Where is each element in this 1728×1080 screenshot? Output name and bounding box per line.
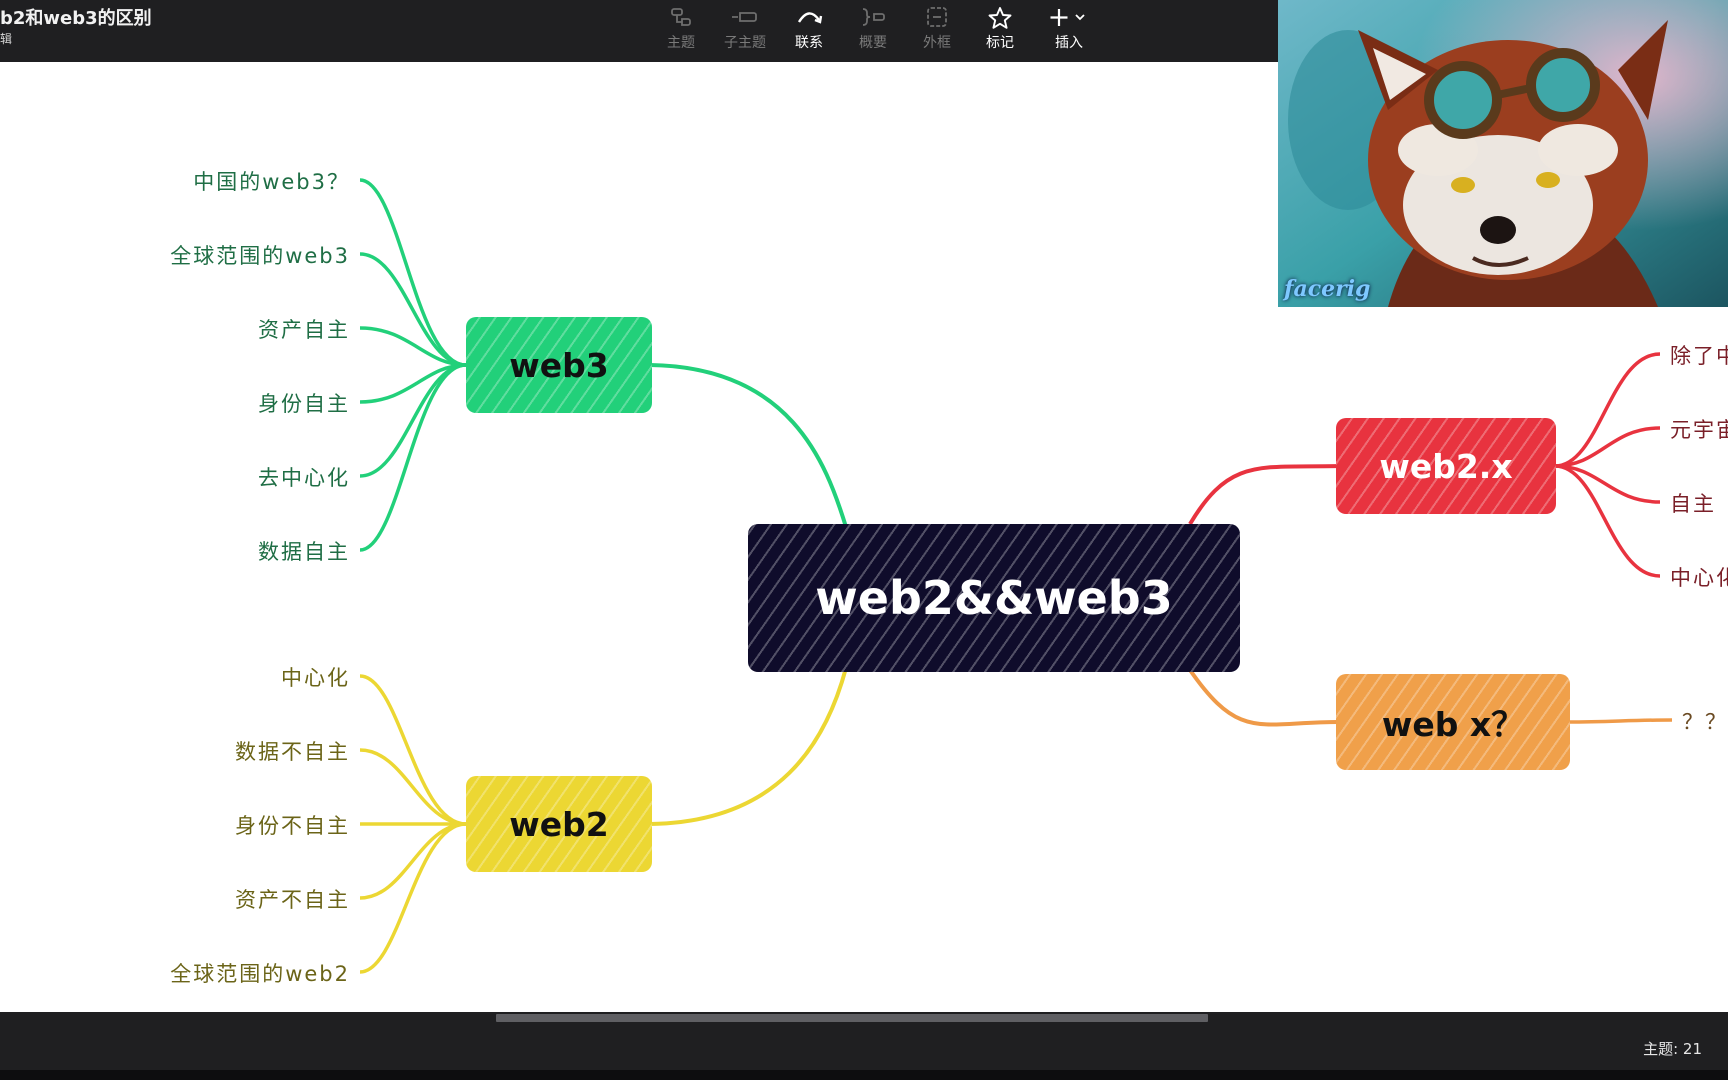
branch-webx-label: web x？ — [1381, 705, 1525, 744]
bottom-strip — [0, 1070, 1728, 1080]
leaf-web3-identity[interactable]: 身份自主 — [258, 392, 350, 416]
topic-count: 主题: 21 — [1643, 1040, 1702, 1058]
link-central-webx — [1188, 668, 1339, 727]
topic-icon — [649, 2, 713, 30]
plus-icon — [1037, 2, 1101, 30]
document-subtitle: 辑 — [0, 32, 13, 46]
central-topic[interactable]: web2&&web3 — [748, 524, 1240, 672]
branch-web2-label: web2 — [509, 804, 609, 844]
insert-label: 插入 — [1055, 35, 1083, 51]
topic-label: 主题 — [667, 35, 695, 51]
horizontal-scrollbar[interactable] — [0, 1012, 1728, 1024]
insert-button[interactable]: 插入 — [1037, 2, 1101, 58]
central-topic-label: web2&&web3 — [815, 571, 1173, 625]
subtopic-label: 子主题 — [724, 35, 766, 51]
webcam-overlay — [1278, 0, 1728, 307]
boundary-icon — [905, 2, 969, 30]
web3-child-links — [359, 178, 467, 552]
branch-webx[interactable]: web x？ — [1336, 674, 1570, 770]
marker-button[interactable]: 标记 — [968, 2, 1032, 58]
leaf-web2-data[interactable]: 数据不自主 — [235, 740, 350, 764]
star-icon — [968, 2, 1032, 30]
branch-web2x[interactable]: web2.x — [1336, 418, 1556, 514]
leaf-web3-decentral[interactable]: 去中心化 — [258, 466, 350, 490]
summary-label: 概要 — [859, 35, 887, 51]
branch-web3-label: web3 — [509, 345, 609, 385]
web2-child-links — [359, 674, 467, 974]
boundary-label: 外框 — [923, 35, 951, 51]
leaf-web3-data[interactable]: 数据自主 — [258, 540, 350, 564]
leaf-web2x-2[interactable]: 元宇宙 — [1670, 418, 1728, 442]
leaf-web2-identity[interactable]: 身份不自主 — [235, 814, 350, 838]
red-panda-avatar-image — [1278, 0, 1728, 307]
status-bar: 主题: 21 — [0, 1024, 1728, 1070]
leaf-web2-asset[interactable]: 资产不自主 — [235, 888, 350, 912]
webx-child-link — [1567, 718, 1673, 724]
leaf-web3-china[interactable]: 中国的web3？ — [193, 170, 350, 194]
relationship-label: 联系 — [795, 35, 823, 51]
topic-button[interactable]: 主题 — [649, 2, 713, 58]
summary-brace-icon — [841, 2, 905, 30]
subtopic-button[interactable]: 子主题 — [713, 2, 777, 58]
branch-web2x-label: web2.x — [1379, 446, 1513, 486]
relationship-button[interactable]: 联系 — [777, 2, 841, 58]
webcam-brand-logo: facerig — [1284, 276, 1371, 302]
link-central-web3 — [649, 363, 848, 528]
branch-web3[interactable]: web3 — [466, 317, 652, 413]
relationship-arrow-icon — [777, 2, 841, 30]
branch-web2[interactable]: web2 — [466, 776, 652, 872]
leaf-web2-global[interactable]: 全球范围的web2 — [170, 962, 350, 986]
marker-label: 标记 — [986, 35, 1014, 51]
leaf-webx-1[interactable]: ？？ — [1682, 710, 1728, 734]
leaf-web2x-3[interactable]: 自主 — [1670, 492, 1716, 516]
document-title: b2和web3的区别 — [0, 8, 152, 29]
link-central-web2x — [1188, 464, 1339, 526]
leaf-web3-global[interactable]: 全球范围的web3 — [170, 244, 350, 268]
web2x-child-links — [1554, 352, 1661, 578]
subtopic-icon — [713, 2, 777, 30]
boundary-button[interactable]: 外框 — [905, 2, 969, 58]
leaf-web2x-1[interactable]: 除了中 — [1670, 344, 1728, 368]
leaf-web3-asset[interactable]: 资产自主 — [258, 318, 350, 342]
leaf-web2-central[interactable]: 中心化 — [281, 666, 350, 690]
link-central-web2 — [649, 667, 848, 826]
connector-lines — [359, 178, 1673, 974]
horizontal-scroll-thumb[interactable] — [496, 1014, 1208, 1022]
leaf-web2x-4[interactable]: 中心化 — [1670, 566, 1728, 590]
summary-button[interactable]: 概要 — [841, 2, 905, 58]
